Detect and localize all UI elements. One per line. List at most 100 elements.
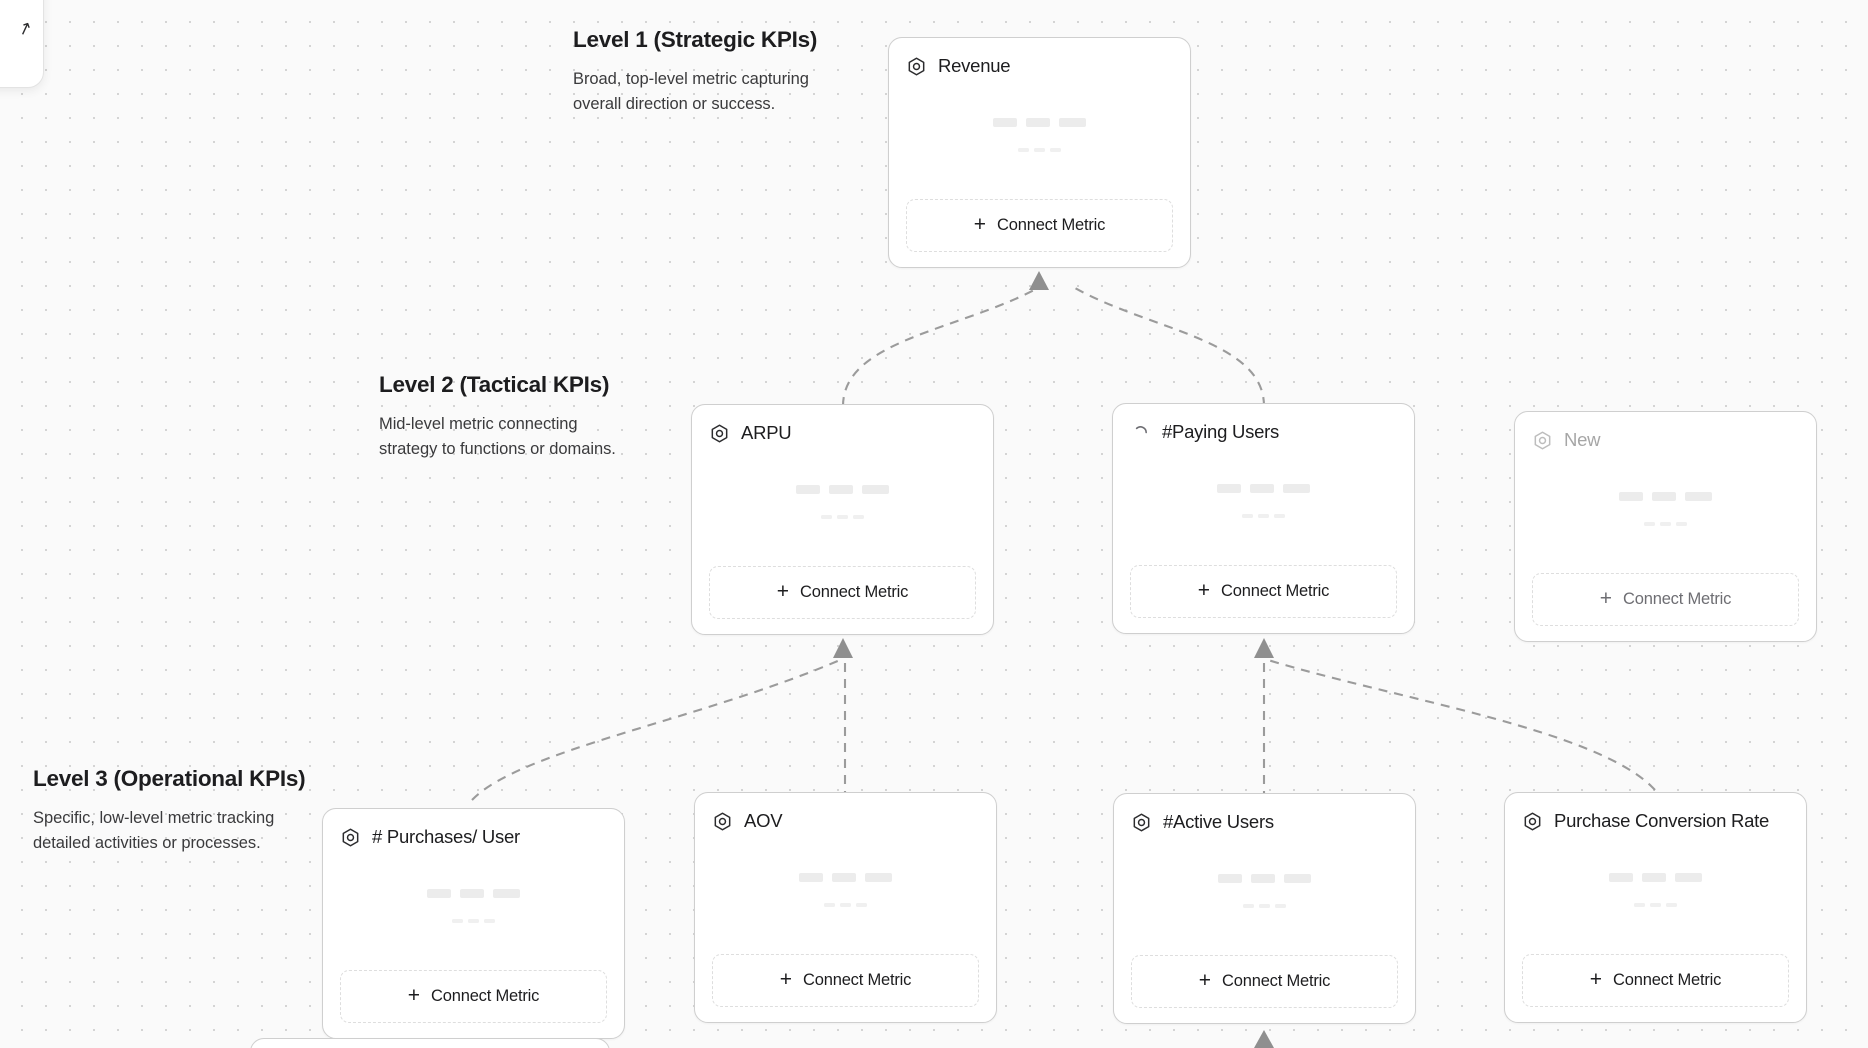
connect-metric-button[interactable]: + Connect Metric xyxy=(340,970,607,1023)
skeleton-dash xyxy=(1676,522,1687,527)
connect-metric-label: Connect Metric xyxy=(1221,582,1330,600)
card-skeleton-body xyxy=(709,444,976,566)
connector-arpu-to-revenue xyxy=(841,287,1039,407)
level-2-label-block: Level 2 (Tactical KPIs) Mid-level metric… xyxy=(379,371,629,462)
skeleton-bar xyxy=(1251,874,1275,884)
skeleton-bar xyxy=(1619,492,1643,502)
connect-metric-label: Connect Metric xyxy=(800,583,909,601)
loading-spinner-icon xyxy=(1130,422,1151,443)
skeleton-dash xyxy=(840,903,851,908)
skeleton-row-secondary xyxy=(824,903,867,908)
card-skeleton-body xyxy=(906,77,1173,199)
skeleton-row-primary xyxy=(799,873,892,883)
skeleton-bar xyxy=(1675,873,1702,883)
skeleton-dash xyxy=(1242,514,1253,519)
metric-card-purchase-conversion-rate[interactable]: Purchase Conversion Rate + Connect Metri… xyxy=(1504,792,1807,1023)
hexagon-metric-icon xyxy=(340,827,361,848)
skeleton-bar xyxy=(1218,874,1242,884)
level-3-title: Level 3 (Operational KPIs) xyxy=(33,766,306,791)
card-header: #Active Users xyxy=(1131,811,1398,833)
skeleton-bar xyxy=(799,873,823,883)
card-header: Revenue xyxy=(906,55,1173,77)
connector-pcr-to-paying-users xyxy=(1267,658,1656,791)
metric-card-offscreen-partial[interactable] xyxy=(250,1038,610,1048)
arrowhead-paying-users xyxy=(1254,638,1274,658)
hexagon-metric-icon xyxy=(709,423,730,444)
card-title: #Active Users xyxy=(1163,811,1274,832)
metric-card-paying-users[interactable]: #Paying Users + Connect Metric xyxy=(1112,403,1415,634)
skeleton-dash xyxy=(1650,903,1661,908)
skeleton-row-secondary xyxy=(1634,903,1677,908)
card-title: # Purchases/ User xyxy=(372,826,520,847)
floating-corner-panel[interactable]: ↗ xyxy=(0,0,44,88)
skeleton-dash xyxy=(856,903,867,908)
connect-metric-button[interactable]: + Connect Metric xyxy=(1130,565,1397,618)
connect-metric-button[interactable]: + Connect Metric xyxy=(712,954,979,1007)
skeleton-bar xyxy=(460,889,484,899)
hexagon-metric-icon xyxy=(906,56,927,77)
skeleton-row-secondary xyxy=(1644,522,1687,527)
skeleton-bar xyxy=(1250,484,1274,494)
card-title: AOV xyxy=(744,810,783,831)
connect-metric-label: Connect Metric xyxy=(431,987,540,1005)
skeleton-dash xyxy=(824,903,835,908)
hexagon-metric-icon xyxy=(1522,811,1543,832)
card-header: #Paying Users xyxy=(1130,421,1397,443)
skeleton-bar xyxy=(1026,118,1050,128)
skeleton-row-secondary xyxy=(1018,148,1061,153)
plus-icon: + xyxy=(1197,579,1211,602)
connect-metric-label: Connect Metric xyxy=(997,216,1106,234)
skeleton-bar xyxy=(832,873,856,883)
skeleton-bar xyxy=(1217,484,1241,494)
skeleton-row-secondary xyxy=(1242,514,1285,519)
skeleton-row-primary xyxy=(1619,492,1712,502)
level-1-description: Broad, top-level metric capturing overal… xyxy=(573,70,809,113)
metric-card-purchases-per-user[interactable]: # Purchases/ User + Connect Metric xyxy=(322,808,625,1039)
card-title: New xyxy=(1564,429,1601,450)
level-1-label-block: Level 1 (Strategic KPIs) Broad, top-leve… xyxy=(573,26,823,117)
card-title: Revenue xyxy=(938,55,1011,76)
skeleton-dash xyxy=(853,515,864,520)
skeleton-dash xyxy=(1018,148,1029,153)
skeleton-row-primary xyxy=(1218,874,1311,884)
connect-metric-button[interactable]: + Connect Metric xyxy=(1532,573,1799,626)
plus-icon: + xyxy=(1599,587,1613,610)
metric-card-aov[interactable]: AOV + Connect Metric xyxy=(694,792,997,1023)
skeleton-dash xyxy=(1634,903,1645,908)
connect-metric-button[interactable]: + Connect Metric xyxy=(1522,954,1789,1007)
metric-card-new[interactable]: New + Connect Metric xyxy=(1514,411,1817,642)
connect-metric-label: Connect Metric xyxy=(1222,972,1331,990)
card-header: # Purchases/ User xyxy=(340,826,607,848)
level-3-description: Specific, low-level metric tracking deta… xyxy=(33,809,275,852)
connect-metric-button[interactable]: + Connect Metric xyxy=(1131,955,1398,1008)
cursor-pointer-icon: ↗ xyxy=(14,16,35,40)
level-3-label-block: Level 3 (Operational KPIs) Specific, low… xyxy=(33,765,306,856)
metric-card-arpu[interactable]: ARPU + Connect Metric xyxy=(691,404,994,635)
skeleton-row-secondary xyxy=(821,515,864,520)
card-header: AOV xyxy=(712,810,979,832)
card-header: New xyxy=(1532,429,1799,451)
connect-metric-label: Connect Metric xyxy=(1613,971,1722,989)
skeleton-dash xyxy=(1258,514,1269,519)
connect-metric-button[interactable]: + Connect Metric xyxy=(709,566,976,619)
skeleton-row-secondary xyxy=(1243,904,1286,909)
connect-metric-label: Connect Metric xyxy=(1623,590,1732,608)
plus-icon: + xyxy=(1198,969,1212,992)
level-1-title: Level 1 (Strategic KPIs) xyxy=(573,27,818,52)
skeleton-bar xyxy=(1642,873,1666,883)
skeleton-row-primary xyxy=(796,485,889,495)
skeleton-dash xyxy=(452,919,463,924)
skeleton-dash xyxy=(1243,904,1254,909)
skeleton-row-secondary xyxy=(452,919,495,924)
skeleton-bar xyxy=(862,485,889,495)
level-2-description: Mid-level metric connecting strategy to … xyxy=(379,415,616,458)
metric-card-active-users[interactable]: #Active Users + Connect Metric xyxy=(1113,793,1416,1024)
skeleton-row-primary xyxy=(1609,873,1702,883)
arrowhead-arpu xyxy=(833,638,853,658)
skeleton-bar xyxy=(1609,873,1633,883)
metric-card-revenue[interactable]: Revenue + Connect Metric xyxy=(888,37,1191,268)
connect-metric-label: Connect Metric xyxy=(803,971,912,989)
connect-metric-button[interactable]: + Connect Metric xyxy=(906,199,1173,252)
skeleton-dash xyxy=(1666,903,1677,908)
